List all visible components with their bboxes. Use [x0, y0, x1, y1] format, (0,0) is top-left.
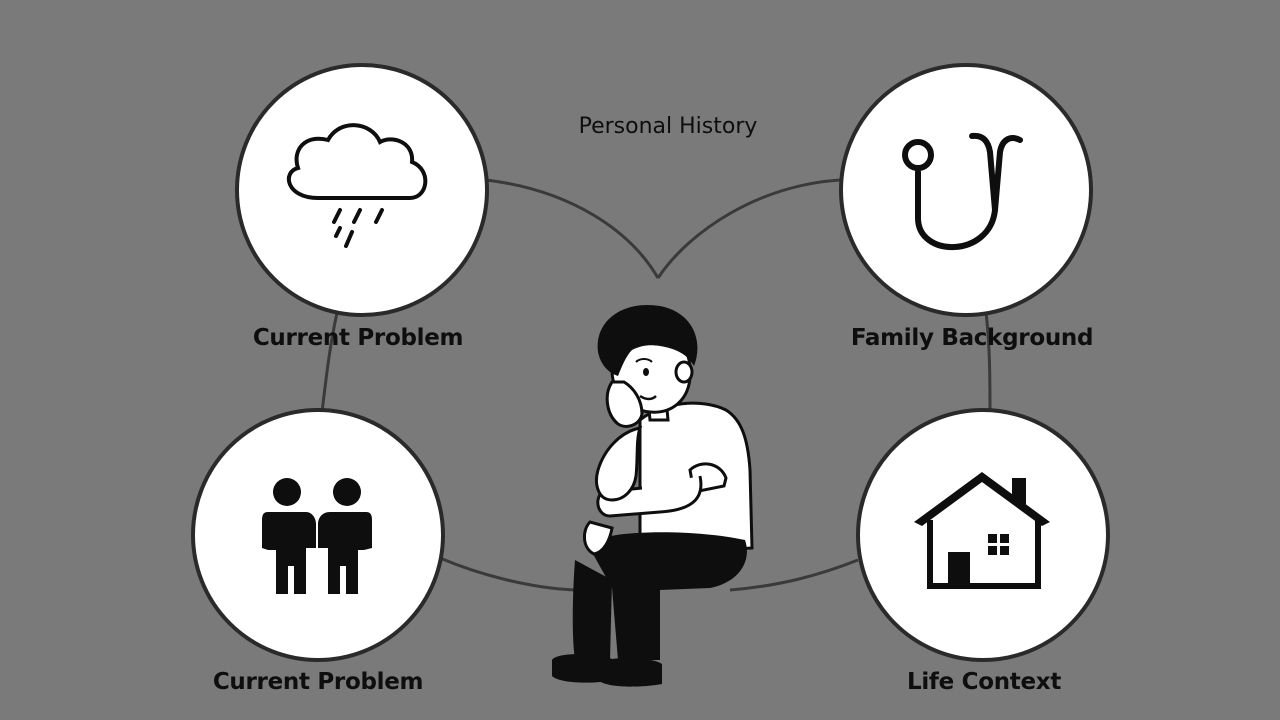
house-icon — [914, 472, 1050, 589]
label-family-background: Family Background — [850, 325, 1094, 351]
label-life-context: Life Context — [906, 669, 1062, 695]
two-people-icon — [262, 478, 372, 594]
thinking-person-icon — [552, 304, 754, 687]
node-circle-top-right — [839, 63, 1093, 317]
rain-cloud-icon — [286, 123, 428, 248]
connector-bottom-right — [729, 558, 859, 592]
node-circle-top-left — [235, 63, 489, 317]
connector-top-left — [485, 178, 660, 279]
connector-right — [983, 304, 992, 413]
connector-bottom-left — [439, 556, 576, 592]
stethoscope-icon — [902, 132, 1023, 251]
node-circle-bottom-right — [856, 408, 1110, 662]
label-current-problem-top: Current Problem — [252, 325, 464, 351]
label-current-problem-bottom: Current Problem — [212, 669, 424, 695]
connector-top-right — [656, 178, 841, 279]
label-personal-history: Personal History — [578, 114, 758, 139]
connector-left — [320, 299, 342, 413]
